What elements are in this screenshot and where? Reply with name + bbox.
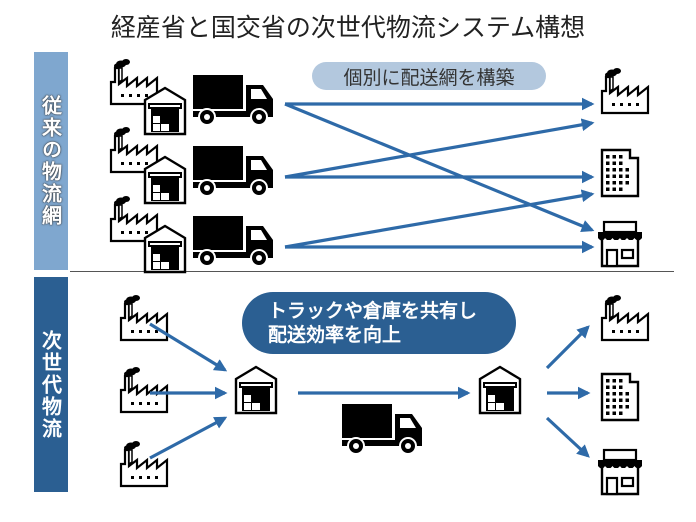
window-mark <box>606 379 610 383</box>
window-mark <box>619 155 623 159</box>
window-mark <box>619 174 623 178</box>
window-mark <box>606 411 610 415</box>
outbound-arrow <box>545 325 590 370</box>
window-mark <box>625 174 629 178</box>
window-mark <box>612 181 616 185</box>
window-mark <box>619 161 623 165</box>
section-label-next-text: 次世代物流 <box>38 329 63 440</box>
inbound-arrow <box>149 322 228 372</box>
window-mark <box>612 168 616 172</box>
outbound-arrow <box>545 416 590 458</box>
current-source-row-2 <box>109 194 274 274</box>
window-mark <box>606 155 610 159</box>
diagram-title: 経産省と国交省の次世代物流システム構想 <box>110 13 586 42</box>
window-mark <box>625 168 629 172</box>
inbound-arrow <box>149 416 228 460</box>
window-mark <box>612 161 616 165</box>
window-mark <box>619 168 623 172</box>
window-mark <box>625 405 629 409</box>
warehouse-icon <box>234 365 278 415</box>
window-mark <box>612 385 616 389</box>
window-mark <box>612 411 616 415</box>
window-mark <box>625 181 629 185</box>
window-mark <box>619 385 623 389</box>
window-mark <box>606 174 610 178</box>
section-label-current-text: 従来の物流網 <box>38 95 63 227</box>
next-arrows <box>149 322 591 460</box>
section-divider <box>70 271 674 272</box>
window-mark <box>606 385 610 389</box>
window-mark <box>612 398 616 402</box>
warehouse-icon <box>478 365 522 415</box>
window-mark <box>619 392 623 396</box>
truck-icon <box>341 403 423 455</box>
window-mark <box>619 379 623 383</box>
window-mark <box>619 411 623 415</box>
next-note-pill: トラックや倉庫を共有し 配送効率を向上 <box>242 292 516 354</box>
office-windows <box>606 379 629 415</box>
section-label-current: 従来の物流網 <box>34 52 68 270</box>
truck-icon <box>192 215 274 267</box>
window-mark <box>606 398 610 402</box>
window-mark <box>612 187 616 191</box>
next-note-line1: トラックや倉庫を共有し <box>268 300 478 322</box>
factory-icon <box>600 293 650 342</box>
window-mark <box>619 187 623 191</box>
window-mark <box>612 405 616 409</box>
store-icon <box>596 220 644 268</box>
window-mark <box>606 187 610 191</box>
connection-arrow <box>284 118 595 179</box>
window-mark <box>625 392 629 396</box>
window-mark <box>612 155 616 159</box>
window-mark <box>606 181 610 185</box>
section-label-next: 次世代物流 <box>34 277 68 492</box>
current-note-pill: 個別に配送網を構築 <box>312 62 546 90</box>
window-mark <box>625 398 629 402</box>
connection-arrow <box>284 189 595 249</box>
office-windows <box>606 155 629 191</box>
factory-icon <box>119 365 169 414</box>
current-source-row-0 <box>109 57 274 136</box>
connection-arrow <box>284 102 595 233</box>
window-mark <box>606 168 610 172</box>
window-mark <box>606 161 610 165</box>
truck-icon <box>192 145 274 197</box>
truck-icon <box>192 74 274 126</box>
factory-icon <box>119 293 169 342</box>
window-mark <box>606 392 610 396</box>
window-mark <box>612 174 616 178</box>
current-source-row-1 <box>109 125 274 205</box>
factory-icon <box>119 439 169 488</box>
store-icon <box>596 448 644 496</box>
current-note-text: 個別に配送網を構築 <box>343 66 515 89</box>
next-note-line2: 配送効率を向上 <box>268 324 402 346</box>
window-mark <box>619 398 623 402</box>
window-mark <box>619 181 623 185</box>
window-mark <box>619 405 623 409</box>
current-arrows <box>284 97 595 254</box>
window-mark <box>612 379 616 383</box>
window-mark <box>612 392 616 396</box>
factory-icon <box>600 66 650 115</box>
window-mark <box>606 405 610 409</box>
